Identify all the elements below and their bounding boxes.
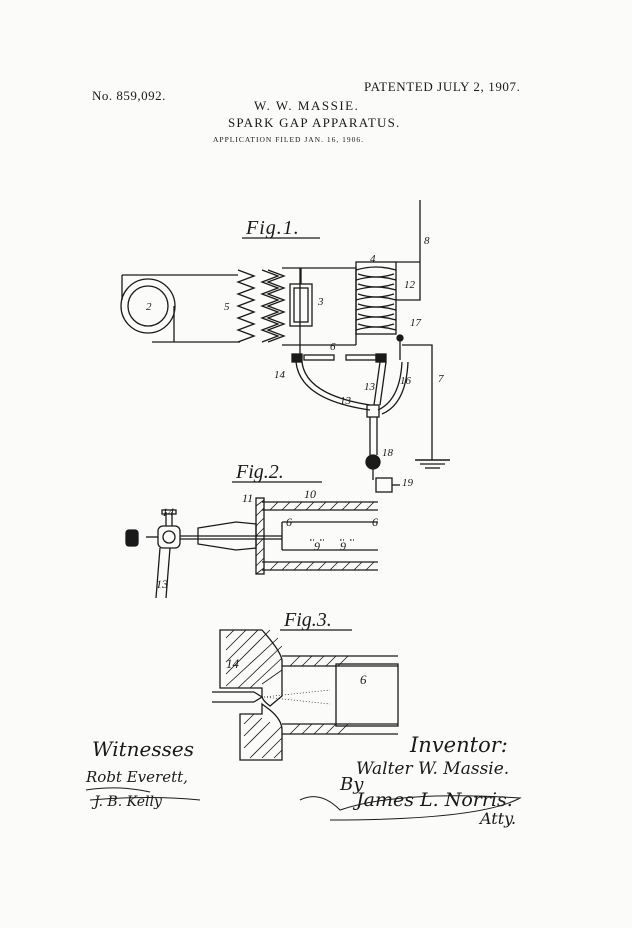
attorney-signature: James L. Norris. [352, 789, 513, 811]
by-label: By [339, 774, 364, 795]
fig1-reference-numbers: 2 3 4 5 6 7 8 12 13 13 14 16 17 18 19 [146, 235, 444, 489]
svg-text:4: 4 [370, 253, 376, 265]
svg-text:6: 6 [330, 341, 336, 353]
svg-text:6: 6 [360, 672, 367, 687]
patent-number: No. 859,092. [92, 88, 166, 103]
fig2-label: Fig.2. [235, 461, 284, 483]
fig2-section [125, 497, 378, 599]
svg-text:14: 14 [274, 369, 286, 381]
svg-text:11: 11 [242, 491, 253, 505]
inventor-name: W. W. MASSIE. [254, 98, 360, 113]
svg-text:18: 18 [382, 447, 394, 459]
svg-text:19: 19 [402, 477, 414, 489]
svg-text:3: 3 [317, 296, 324, 308]
attorney-label: Atty. [478, 809, 516, 828]
air-tubes [295, 361, 409, 493]
ground-wire-7 [402, 344, 433, 460]
fig1-label: Fig.1. [245, 217, 300, 239]
svg-text:13: 13 [340, 395, 352, 407]
svg-text:14: 14 [162, 505, 174, 519]
witness-flourish [85, 787, 201, 801]
condenser-3 [289, 268, 313, 327]
transformer-5 [236, 269, 286, 343]
svg-text:14: 14 [226, 656, 240, 671]
fig2-reference-numbers: 6 6 9 9 10 11 13 14 [156, 487, 378, 591]
svg-text:9: 9 [340, 539, 346, 553]
fig3-section [212, 629, 399, 761]
witness-1: Robt Everett, [85, 768, 188, 786]
patented-date: PATENTED JULY 2, 1907. [364, 79, 521, 94]
svg-text:7: 7 [438, 373, 444, 385]
helix-4 [355, 261, 397, 335]
svg-text:6: 6 [372, 515, 378, 529]
attorney-flourish [299, 795, 522, 821]
svg-text:10: 10 [304, 487, 316, 501]
svg-text:9: 9 [314, 539, 320, 553]
svg-text:5: 5 [224, 301, 230, 313]
svg-text:12: 12 [404, 279, 416, 291]
fig3-reference-numbers: 6 14 [226, 656, 367, 687]
signature-block: Witnesses Robt Everett, J. B. Kelly Inve… [85, 733, 516, 828]
svg-text:8: 8 [424, 235, 430, 247]
spark-gap-6 [291, 353, 387, 363]
svg-text:16: 16 [400, 375, 412, 387]
witnesses-label: Witnesses [92, 737, 194, 761]
witness-2: J. B. Kelly [91, 794, 163, 810]
svg-text:13: 13 [364, 381, 376, 393]
inventor-label: Inventor: [409, 733, 508, 757]
svg-text:2: 2 [146, 301, 152, 313]
svg-text:17: 17 [410, 317, 422, 329]
coil-2 [120, 274, 240, 343]
svg-text:13: 13 [156, 577, 168, 591]
svg-text:6: 6 [286, 515, 292, 529]
antenna-8 [396, 200, 421, 301]
application-filed: APPLICATION FILED JAN. 16, 1906. [213, 135, 364, 144]
inventor-signature: Walter W. Massie. [356, 759, 509, 779]
patent-title: SPARK GAP APPARATUS. [228, 115, 401, 130]
fig3-label: Fig.3. [283, 609, 332, 631]
